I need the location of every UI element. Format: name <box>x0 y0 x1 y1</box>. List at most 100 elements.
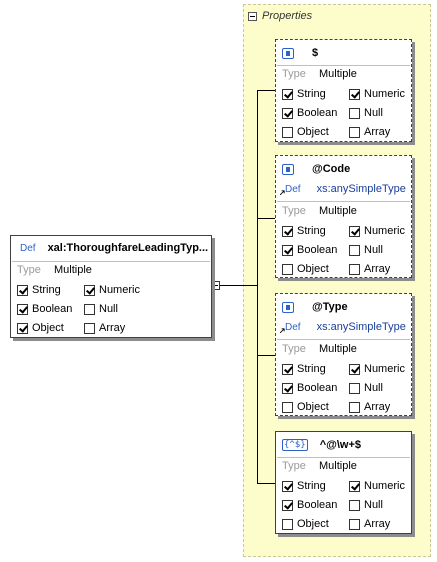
checkbox-boolean[interactable]: Boolean <box>282 382 349 394</box>
checkbox-box[interactable] <box>17 284 28 296</box>
property-name: @Code <box>312 163 351 175</box>
def-type: xs:anySimpleType <box>316 321 406 333</box>
properties-header: Properties <box>248 9 312 23</box>
checkbox-array[interactable]: Array <box>349 126 416 138</box>
checkbox-string[interactable]: String <box>282 88 349 100</box>
checkbox-box[interactable] <box>84 284 95 296</box>
type-value: Multiple <box>319 205 357 217</box>
checkbox-numeric[interactable]: Numeric <box>84 284 151 296</box>
checkbox-array[interactable]: Array <box>349 263 416 275</box>
checkbox-box[interactable] <box>349 107 360 119</box>
checkbox-label: Boolean <box>297 107 338 119</box>
divider <box>277 339 410 340</box>
checkbox-boolean[interactable]: Boolean <box>282 244 349 256</box>
checkbox-box[interactable] <box>349 88 360 100</box>
checkbox-object[interactable]: Object <box>282 401 349 413</box>
property-title: @Code <box>282 162 350 176</box>
checkbox-box[interactable] <box>282 244 293 256</box>
checkbox-object[interactable]: Object <box>282 518 349 530</box>
check-row-2: Boolean Null <box>282 382 416 394</box>
collapse-properties-icon[interactable] <box>248 11 257 21</box>
checkbox-label: Array <box>364 518 391 530</box>
checkbox-numeric[interactable]: Numeric <box>349 88 416 100</box>
checkbox-boolean[interactable]: Boolean <box>282 499 349 511</box>
checkbox-box[interactable] <box>282 382 293 394</box>
checkbox-object[interactable]: Object <box>282 126 349 138</box>
root-element-card[interactable]: Def xal:ThoroughfareLeadingTyp... Type M… <box>10 235 212 338</box>
checkbox-box[interactable] <box>282 225 293 237</box>
checkbox-box[interactable] <box>282 518 293 530</box>
element-icon <box>282 163 294 175</box>
checkbox-box[interactable] <box>349 518 360 530</box>
property-card-type[interactable]: @Type Def xs:anySimpleType Type Multiple… <box>275 293 412 416</box>
checkbox-boolean[interactable]: Boolean <box>282 107 349 119</box>
checkbox-label: Boolean <box>32 303 73 315</box>
checkbox-box[interactable] <box>84 322 95 334</box>
connector-branch-1 <box>257 90 275 91</box>
checkbox-label: String <box>32 284 61 296</box>
checkbox-null[interactable]: Null <box>349 499 416 511</box>
checkbox-box[interactable] <box>17 303 28 315</box>
checkbox-box[interactable] <box>282 88 293 100</box>
property-title: @Type <box>282 300 348 314</box>
checkbox-box[interactable] <box>349 244 360 256</box>
checkbox-box[interactable] <box>17 322 28 334</box>
checkbox-box[interactable] <box>282 263 293 275</box>
property-card-code[interactable]: @Code Def xs:anySimpleType Type Multiple… <box>275 155 412 278</box>
type-row: Type Multiple <box>282 68 357 80</box>
checkbox-box[interactable] <box>349 225 360 237</box>
checkbox-boolean[interactable]: Boolean <box>17 303 84 315</box>
type-key: Type <box>282 460 306 472</box>
checkbox-string[interactable]: String <box>282 480 349 492</box>
root-check-row-3: Object Array <box>17 322 151 334</box>
checkbox-box[interactable] <box>349 126 360 138</box>
checkbox-label: Object <box>297 126 329 138</box>
root-name: xal:ThoroughfareLeadingTyp... <box>47 242 209 254</box>
checkbox-label: Object <box>32 322 64 334</box>
checkbox-box[interactable] <box>282 401 293 413</box>
checkbox-label: Null <box>99 303 118 315</box>
checkbox-array[interactable]: Array <box>349 401 416 413</box>
checkbox-array[interactable]: Array <box>84 322 151 334</box>
checkbox-box[interactable] <box>349 401 360 413</box>
checkbox-string[interactable]: String <box>282 363 349 375</box>
root-check-row-2: Boolean Null <box>17 303 151 315</box>
checkbox-box[interactable] <box>282 480 293 492</box>
checkbox-array[interactable]: Array <box>349 518 416 530</box>
checkbox-box[interactable] <box>282 499 293 511</box>
checkbox-null[interactable]: Null <box>349 107 416 119</box>
checkbox-numeric[interactable]: Numeric <box>349 363 416 375</box>
def-tag: Def <box>285 183 301 195</box>
checkbox-box[interactable] <box>349 382 360 394</box>
checkbox-box[interactable] <box>282 107 293 119</box>
checkbox-box[interactable] <box>282 363 293 375</box>
checkbox-label: Array <box>99 322 126 334</box>
checkbox-box[interactable] <box>282 126 293 138</box>
checkbox-box[interactable] <box>349 363 360 375</box>
checkbox-object[interactable]: Object <box>17 322 84 334</box>
checkbox-box[interactable] <box>84 303 95 315</box>
checkbox-numeric[interactable]: Numeric <box>349 225 416 237</box>
connector-branch-4 <box>257 483 275 484</box>
checkbox-box[interactable] <box>349 480 360 492</box>
checkbox-box[interactable] <box>349 263 360 275</box>
type-value: Multiple <box>319 68 357 80</box>
connector-root-h <box>220 285 257 286</box>
collapse-children-icon[interactable] <box>211 281 220 290</box>
checkbox-null[interactable]: Null <box>349 244 416 256</box>
checkbox-box[interactable] <box>349 499 360 511</box>
checkbox-label: Null <box>364 382 383 394</box>
type-row: Type Multiple <box>282 205 357 217</box>
checkbox-string[interactable]: String <box>17 284 84 296</box>
def-arrow-icon <box>280 328 285 333</box>
checkbox-null[interactable]: Null <box>349 382 416 394</box>
checkbox-object[interactable]: Object <box>282 263 349 275</box>
checkbox-string[interactable]: String <box>282 225 349 237</box>
checkbox-numeric[interactable]: Numeric <box>349 480 416 492</box>
checkbox-null[interactable]: Null <box>84 303 151 315</box>
